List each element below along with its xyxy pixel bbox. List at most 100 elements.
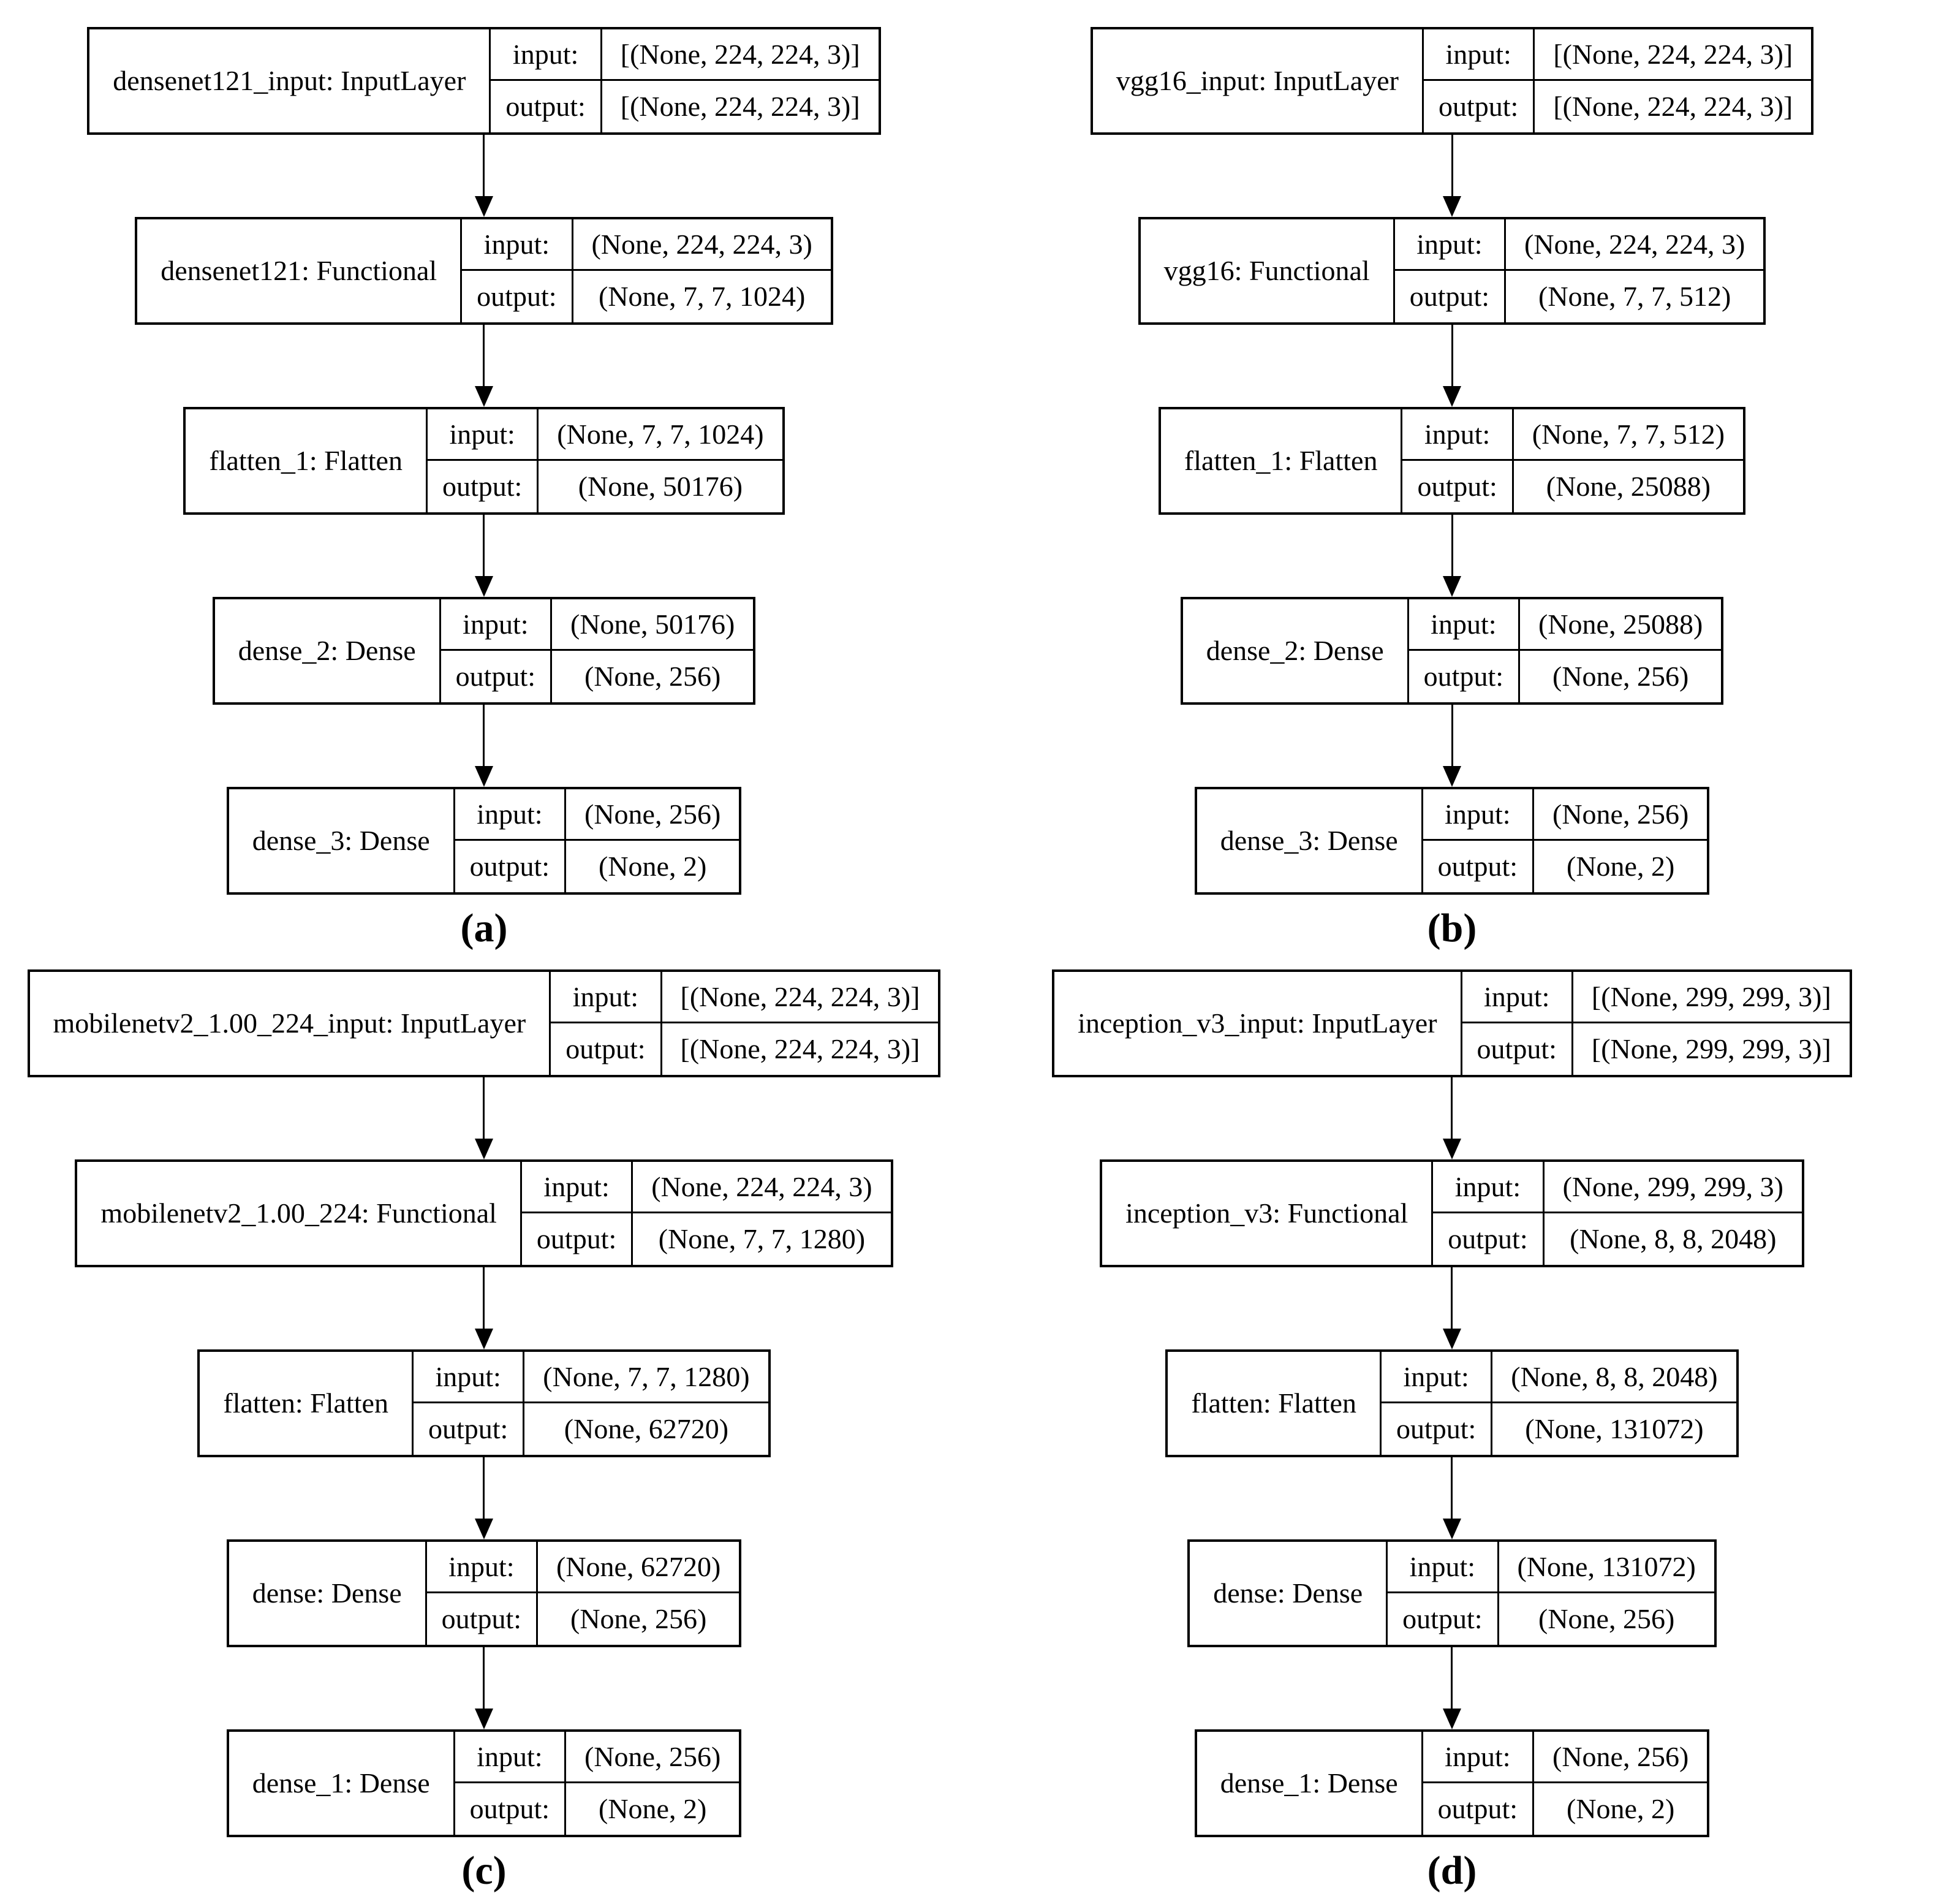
input-label: input: — [1402, 409, 1514, 461]
flow-arrow — [474, 325, 493, 407]
arrow-head — [1442, 1139, 1461, 1159]
input-shape: (None, 7, 7, 512) — [1513, 409, 1744, 461]
input-shape: (None, 50176) — [552, 599, 754, 651]
arrow-head — [1443, 576, 1461, 597]
output-shape: (None, 7, 7, 1024) — [599, 281, 806, 312]
input-shape: (None, 256) — [1534, 1732, 1707, 1783]
arrow-shaft — [1451, 1457, 1453, 1519]
output-shape: (None, 8, 8, 2048) — [1570, 1223, 1777, 1254]
input-label: input: — [551, 972, 662, 1023]
layer-node-functional: densenet121: Functional input: (None, 22… — [135, 217, 833, 325]
flow-arrow — [474, 1077, 493, 1159]
input-shape: (None, 256) — [1534, 789, 1707, 841]
diagram-a-flow: densenet121_input: InputLayer input: [(N… — [87, 27, 881, 895]
output-shape: (None, 62720) — [564, 1413, 729, 1444]
layer-name: dense_1: Dense — [1197, 1732, 1423, 1835]
layer-node-input: densenet121_input: InputLayer input: [(N… — [87, 27, 881, 135]
layer-name: flatten_1: Flatten — [186, 409, 428, 512]
input-shape: (None, 256) — [566, 1732, 739, 1783]
arrow-head — [474, 766, 493, 787]
input-label: input: — [462, 219, 573, 271]
diagram-a: densenet121_input: InputLayer input: [(N… — [0, 0, 968, 955]
arrow-shaft — [1451, 1647, 1453, 1709]
layer-node-dense: dense_3: Dense input: (None, 256) output… — [226, 787, 742, 895]
input-label: input: — [426, 1542, 539, 1593]
output-shape: (None, 256) — [570, 1603, 707, 1634]
arrow-shaft — [483, 1267, 485, 1329]
input-shape: [(None, 224, 224, 3)] — [602, 29, 879, 81]
output-shape: (None, 131072) — [1525, 1413, 1704, 1444]
layer-name: dense_1: Dense — [229, 1732, 455, 1835]
arrow-shaft — [483, 1457, 485, 1519]
layer-name: mobilenetv2_1.00_224: Functional — [77, 1162, 522, 1265]
output-label: output: — [462, 271, 573, 322]
flow-arrow — [474, 1647, 493, 1729]
input-label: input: — [1394, 219, 1507, 271]
layer-node-input: mobilenetv2_1.00_224_input: InputLayer i… — [27, 969, 941, 1077]
output-shape: (None, 7, 7, 512) — [1538, 281, 1731, 312]
layer-node-dense: dense_1: Dense input: (None, 256) output… — [1194, 1729, 1710, 1837]
input-shape: [(None, 224, 224, 3)] — [1535, 29, 1812, 81]
layer-name: flatten: Flatten — [200, 1352, 414, 1455]
output-shape: (None, 7, 7, 1280) — [658, 1223, 866, 1254]
arrow-head — [1442, 1329, 1461, 1349]
arrow-shaft — [483, 515, 485, 576]
diagram-c: mobilenetv2_1.00_224_input: InputLayer i… — [0, 955, 968, 1904]
output-shape: (None, 2) — [1567, 851, 1675, 882]
input-shape: (None, 224, 224, 3) — [573, 219, 831, 271]
output-shape: (None, 50176) — [578, 471, 743, 502]
input-shape: (None, 131072) — [1499, 1542, 1714, 1593]
layer-node-flatten: flatten_1: Flatten input: (None, 7, 7, 1… — [183, 407, 785, 515]
layer-name: mobilenetv2_1.00_224_input: InputLayer — [30, 972, 551, 1075]
caption-a: (a) — [460, 906, 508, 950]
input-shape: (None, 7, 7, 1280) — [524, 1352, 768, 1403]
input-shape: (None, 224, 224, 3) — [633, 1162, 891, 1213]
flow-arrow — [1442, 1647, 1461, 1729]
input-shape: (None, 7, 7, 1024) — [539, 409, 782, 461]
diagram-d-flow: inception_v3_input: InputLayer input: [(… — [1052, 969, 1852, 1837]
diagram-c-flow: mobilenetv2_1.00_224_input: InputLayer i… — [27, 969, 941, 1837]
arrow-shaft — [1451, 705, 1453, 766]
input-shape: (None, 256) — [566, 789, 739, 841]
arrow-head — [474, 1519, 493, 1539]
output-label: output: — [1402, 461, 1514, 512]
layer-node-flatten: flatten_1: Flatten input: (None, 7, 7, 5… — [1158, 407, 1746, 515]
input-label: input: — [455, 1732, 567, 1783]
layer-node-dense: dense_1: Dense input: (None, 256) output… — [226, 1729, 742, 1837]
flow-arrow — [1442, 1077, 1461, 1159]
output-shape: (None, 2) — [1567, 1793, 1675, 1824]
flow-arrow — [474, 1267, 493, 1349]
caption-c: (c) — [461, 1848, 507, 1893]
output-shape: (None, 256) — [1552, 661, 1689, 692]
caption-b: (b) — [1427, 906, 1477, 950]
output-label: output: — [1423, 841, 1535, 892]
flow-arrow — [1443, 705, 1461, 787]
input-label: input: — [1409, 599, 1521, 651]
layer-name: dense_3: Dense — [229, 789, 455, 892]
output-shape: (None, 2) — [599, 851, 707, 882]
flow-arrow — [474, 135, 493, 217]
input-shape: (None, 224, 224, 3) — [1506, 219, 1764, 271]
layer-name: densenet121: Functional — [137, 219, 463, 322]
layer-name: inception_v3_input: InputLayer — [1054, 972, 1462, 1075]
arrow-head — [1442, 1709, 1461, 1729]
input-label: input: — [427, 409, 539, 461]
output-shape: [(None, 224, 224, 3)] — [1553, 91, 1793, 122]
diagram-b: vgg16_input: InputLayer input: [(None, 2… — [968, 0, 1936, 955]
output-label: output: — [1423, 1783, 1535, 1835]
input-label: input: — [1423, 1732, 1535, 1783]
flow-arrow — [1442, 1267, 1461, 1349]
layer-node-dense: dense: Dense input: (None, 131072) outpu… — [1187, 1539, 1717, 1647]
arrow-head — [1443, 196, 1461, 217]
diagram-b-flow: vgg16_input: InputLayer input: [(None, 2… — [1090, 27, 1814, 895]
output-shape: [(None, 299, 299, 3)] — [1591, 1033, 1831, 1064]
arrow-shaft — [483, 135, 485, 196]
flow-arrow — [1443, 135, 1461, 217]
flow-arrow — [1443, 325, 1461, 407]
layer-node-dense: dense_2: Dense input: (None, 25088) outp… — [1180, 597, 1724, 705]
arrow-shaft — [483, 1647, 485, 1709]
input-shape: (None, 62720) — [538, 1542, 739, 1593]
arrow-shaft — [483, 705, 485, 766]
flow-arrow — [1442, 1457, 1461, 1539]
output-shape: [(None, 224, 224, 3)] — [620, 91, 860, 122]
